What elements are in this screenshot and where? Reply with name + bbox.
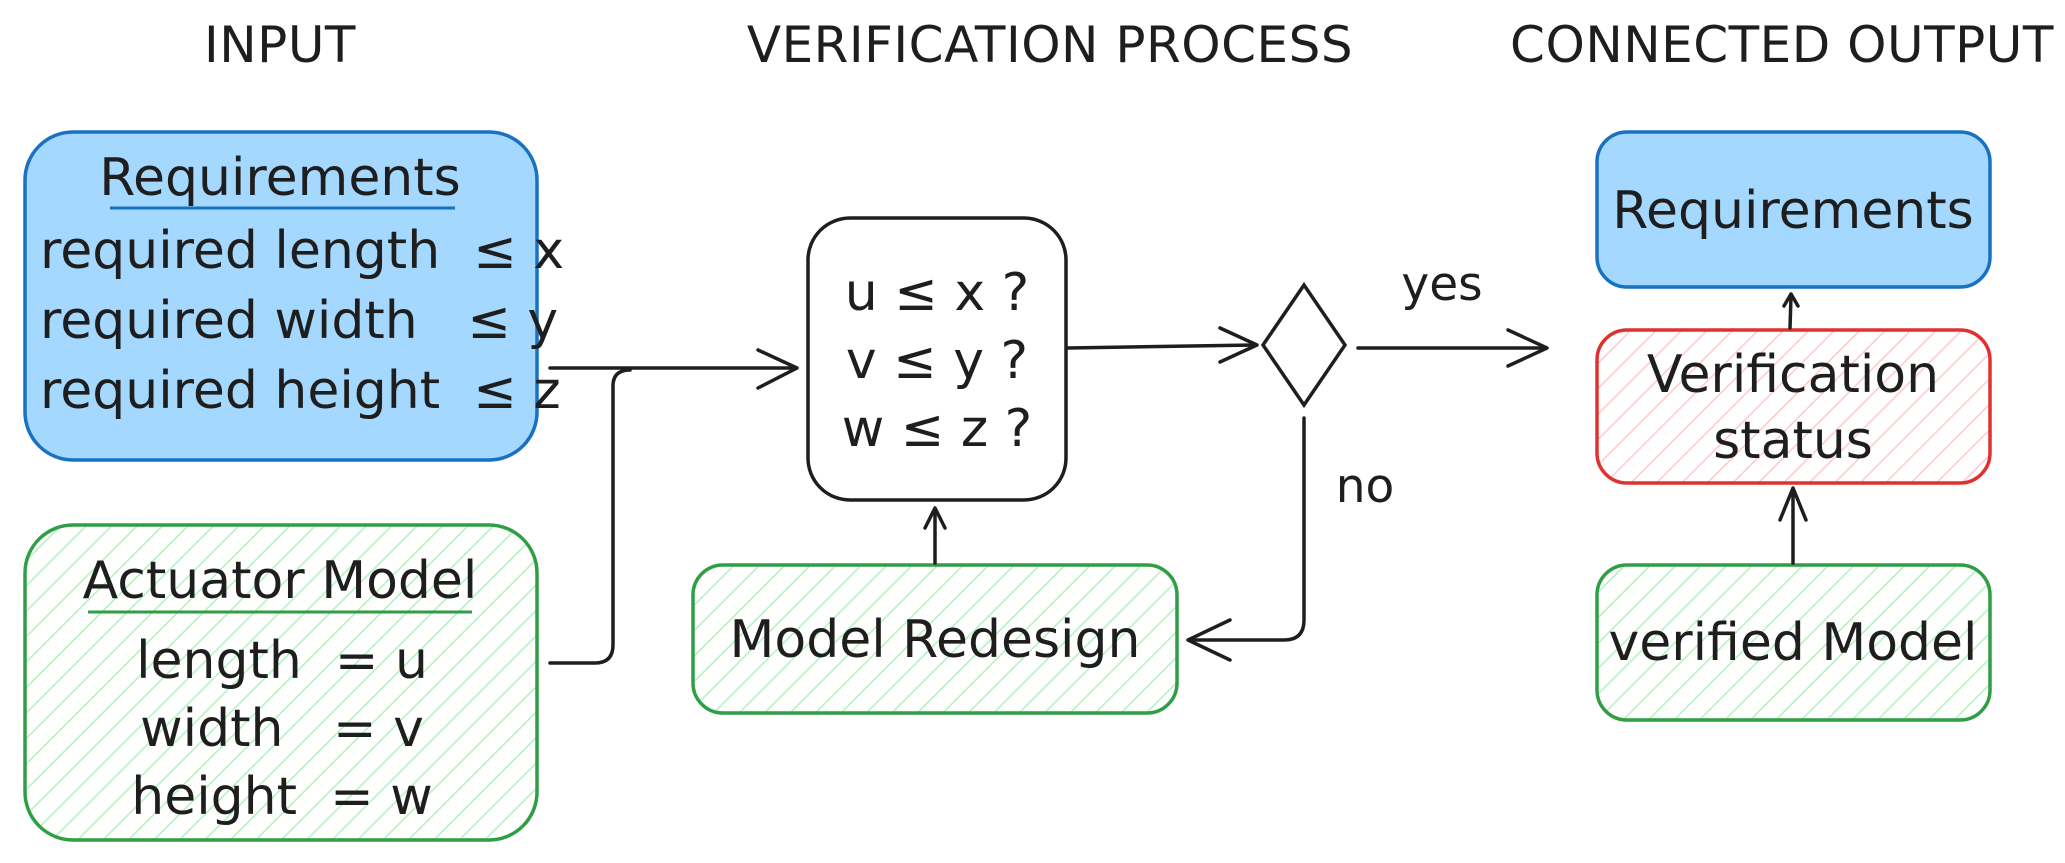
input-header: INPUT <box>204 16 356 74</box>
arrow-redesign-to-check <box>923 506 947 565</box>
verification-status-box: Verification status <box>1595 328 1992 485</box>
process-header: VERIFICATION PROCESS <box>747 16 1353 74</box>
output-requirements-label: Requirements <box>1612 181 1974 241</box>
actuator-model-title: Actuator Model <box>83 551 478 611</box>
model-redesign-box: Model Redesign <box>691 563 1179 715</box>
actuator-model-box: Actuator Model length = u width = v heig… <box>23 523 539 842</box>
arrow-check-to-decision <box>1066 326 1259 364</box>
no-label: no <box>1336 459 1395 514</box>
arrow-verified-to-status <box>1778 486 1808 565</box>
verification-status-line1: Verification <box>1647 345 1939 405</box>
check-width: v ≤ y ? <box>846 331 1028 391</box>
verified-model-box: verified Model <box>1595 563 1992 722</box>
connector-actuator-to-check <box>548 368 632 665</box>
actuator-length: length = u <box>136 631 428 691</box>
model-redesign-label: Model Redesign <box>730 610 1141 670</box>
arrow-decision-yes <box>1356 328 1549 368</box>
verification-status-line2: status <box>1713 411 1873 471</box>
arrow-status-to-requirements <box>1782 292 1800 330</box>
arrow-decision-no <box>1186 416 1306 662</box>
actuator-height: height = w <box>131 767 432 827</box>
verification-check-box: u ≤ x ? v ≤ y ? w ≤ z ? <box>806 216 1068 502</box>
yes-label: yes <box>1401 257 1482 312</box>
check-length: u ≤ x ? <box>845 263 1030 323</box>
actuator-width: width = v <box>140 699 424 759</box>
arrow-requirements-to-check <box>548 348 799 390</box>
requirements-input-box: Requirements required length ≤ x require… <box>23 130 564 462</box>
decision-diamond <box>1260 281 1348 409</box>
requirement-width: required width ≤ y <box>40 291 558 351</box>
check-height: w ≤ z ? <box>842 399 1033 459</box>
output-header: CONNECTED OUTPUT <box>1510 16 2054 74</box>
verified-model-label: verified Model <box>1608 613 1977 673</box>
requirement-length: required length ≤ x <box>40 221 564 281</box>
requirements-title: Requirements <box>99 148 461 208</box>
requirement-height: required height ≤ z <box>40 361 561 421</box>
output-requirements-box: Requirements <box>1595 130 1992 289</box>
